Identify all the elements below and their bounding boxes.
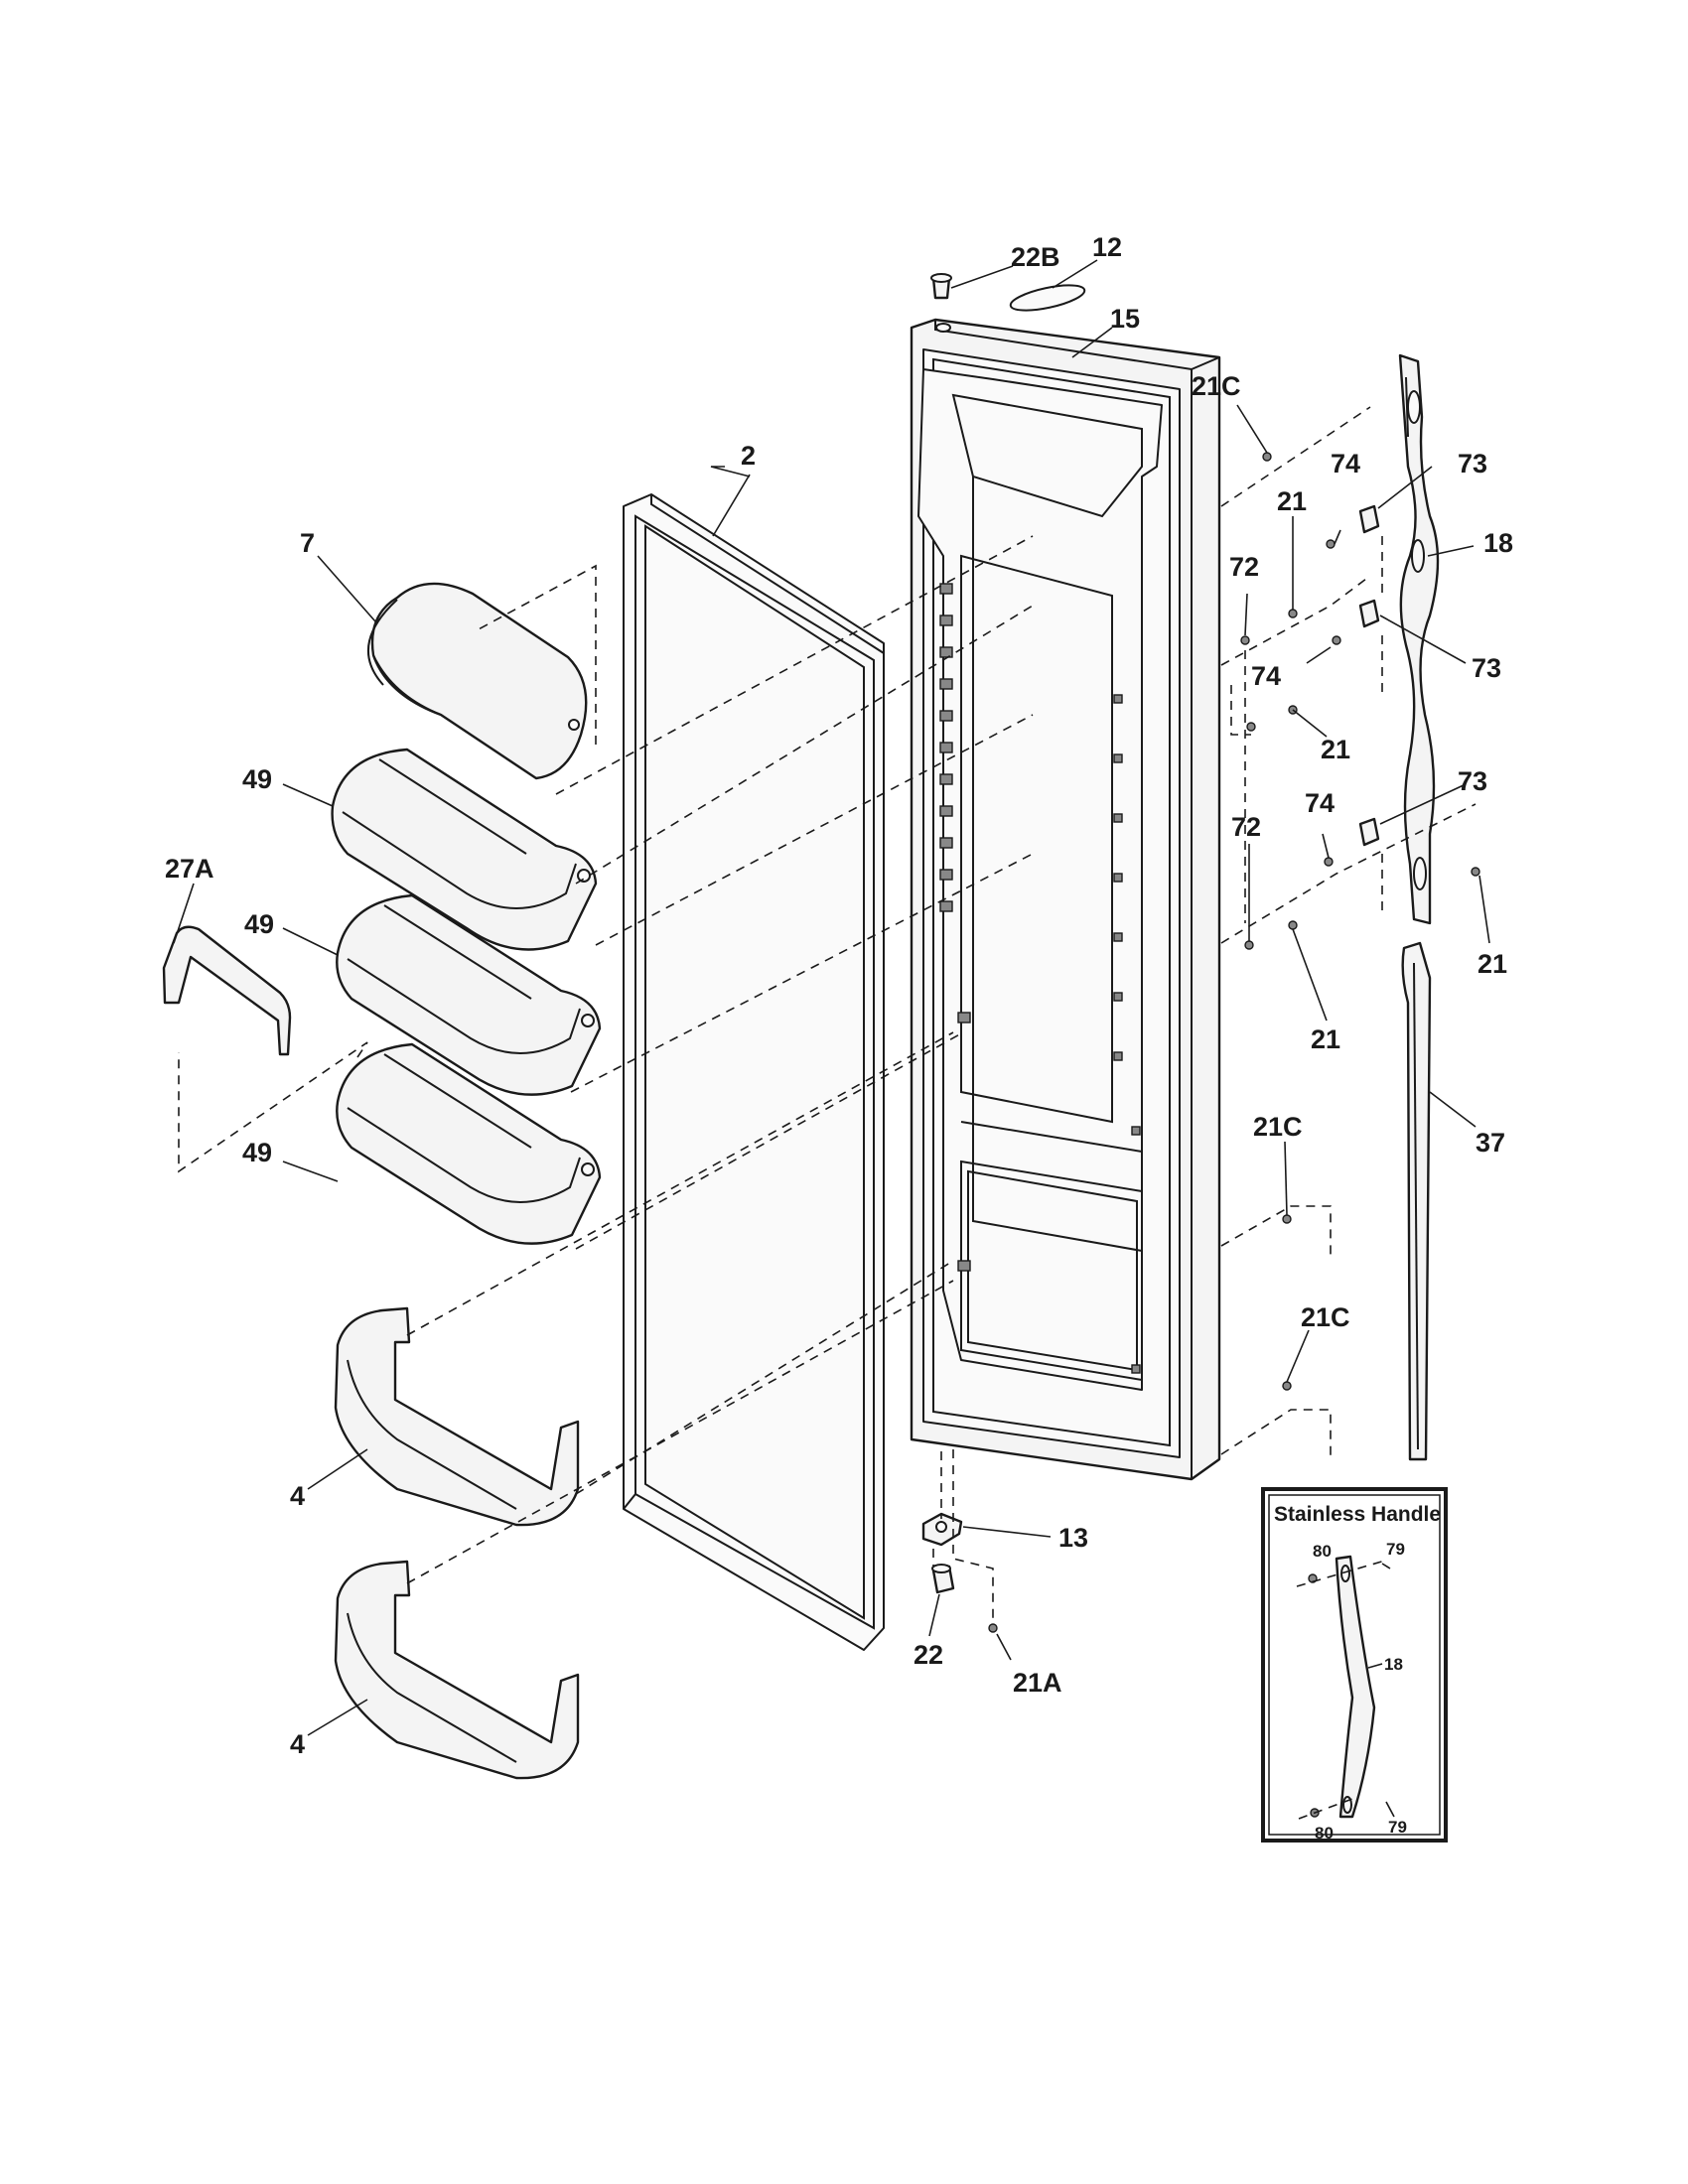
label-22: 22 [914,1640,943,1670]
door-outer-panel [910,318,1221,1481]
inset-label-79-bottom: 79 [1388,1818,1407,1837]
label-21A: 21A [1013,1668,1062,1698]
hinge-screw [988,1623,998,1633]
door-handle [1398,353,1440,925]
label-73-lower: 73 [1458,766,1487,796]
hinge-cap [930,273,952,300]
label-74-middle: 74 [1251,661,1281,691]
shelf-bumps [939,583,1141,1374]
label-37: 37 [1476,1128,1505,1158]
label-74-lower: 74 [1305,788,1335,818]
label-72-upper: 72 [1229,552,1259,582]
inset-label-80-bottom: 80 [1315,1824,1334,1843]
label-21C-middle: 21C [1253,1112,1303,1142]
label-27A: 27A [165,854,214,884]
label-18: 18 [1483,528,1513,558]
handle-clip-middle [1358,599,1380,628]
handle-clip-upper [1358,504,1380,534]
door-shelf-bin-lower [334,1560,580,1780]
inset-label-79-top: 79 [1386,1540,1405,1559]
label-21-upper: 21 [1277,486,1307,516]
label-74-upper: 74 [1331,449,1360,478]
label-21-middle: 21 [1321,735,1350,764]
label-2: 2 [741,441,756,471]
label-4-lower: 4 [290,1729,305,1759]
inset-label-80-top: 80 [1313,1542,1332,1561]
label-72-lower: 72 [1231,812,1261,842]
part-labels: 22B 12 15 21C 2 7 74 73 21 18 72 74 73 2… [165,232,1513,1759]
label-49-middle: 49 [244,909,274,939]
handle-clip-lower [1358,817,1380,847]
label-73-upper: 73 [1458,449,1487,478]
hinge-bushing [931,1564,955,1594]
door-shelf-bin-upper [334,1306,580,1527]
label-21C-lower: 21C [1301,1302,1350,1332]
door-hinge [921,1512,963,1547]
label-22B: 22B [1011,242,1060,272]
label-15: 15 [1110,304,1140,334]
handle-trim [1401,941,1432,1461]
inset-label-18: 18 [1384,1655,1403,1674]
label-7: 7 [300,528,315,558]
label-49-lower: 49 [242,1138,272,1167]
hinge-cover [1009,284,1086,312]
bin-clip [162,925,292,1056]
alignment-lines [178,406,1477,1623]
label-73-middle: 73 [1472,653,1501,683]
dairy-bin [367,582,588,780]
label-4-upper: 4 [290,1481,305,1511]
stainless-handle-inset: Stainless Handle 80 79 18 80 79 [1261,1487,1448,1843]
label-21-lower: 21 [1311,1024,1340,1054]
inset-title: Stainless Handle [1274,1503,1441,1526]
door-bin-lower [336,1042,602,1245]
leader-lines [173,259,1490,1736]
door-gasket [623,493,885,1651]
screws [1240,452,1480,1391]
label-13: 13 [1058,1523,1088,1553]
label-49-top: 49 [242,764,272,794]
label-12: 12 [1092,232,1122,262]
label-21-handle: 21 [1477,949,1507,979]
door-bin-top [331,748,598,951]
door-bin-middle [336,893,602,1096]
label-21C-top: 21C [1192,371,1241,401]
